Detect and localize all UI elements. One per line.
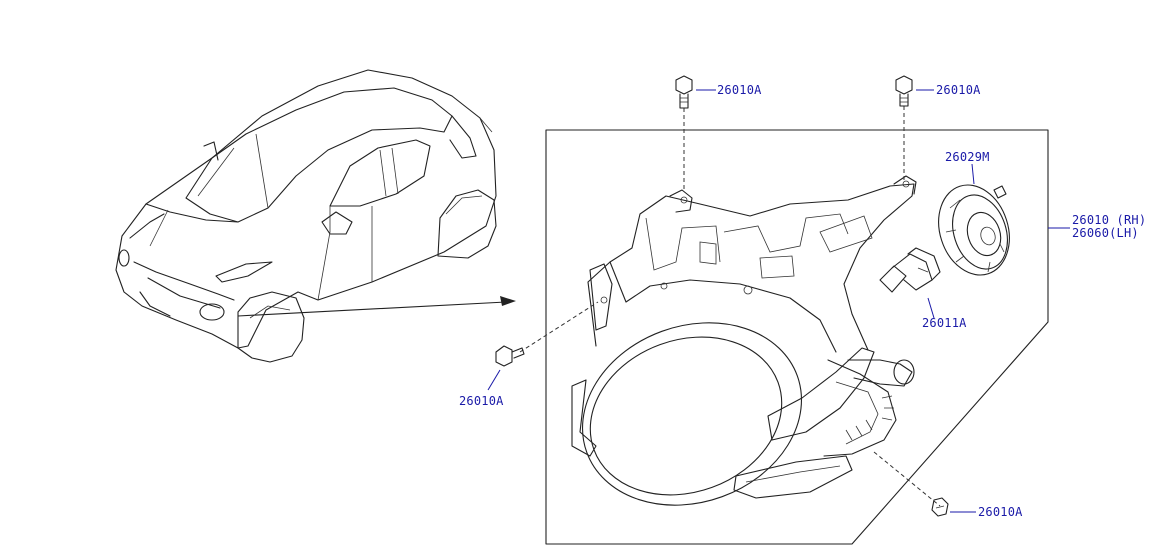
label-bolt-side: 26010A <box>459 394 504 408</box>
bolt-icon <box>895 75 913 107</box>
bulb-icon <box>879 247 941 293</box>
headlamp-assembly-icon <box>571 175 917 506</box>
label-bolt-top-right: 26010A <box>936 83 981 97</box>
label-bolt-bottom: 26010A <box>978 505 1023 519</box>
dust-cap-icon <box>938 184 1010 276</box>
bolt-icon <box>931 497 949 517</box>
pointer-arrow <box>237 296 516 317</box>
assembly-outline <box>545 129 1049 545</box>
label-bulb: 26011A <box>922 316 967 330</box>
bolt-icon <box>675 75 693 109</box>
car-outline-icon <box>115 69 497 363</box>
label-assembly-lh: 26060(LH) <box>1072 226 1139 240</box>
bolt-icon <box>495 345 525 367</box>
label-bolt-top-left: 26010A <box>717 83 762 97</box>
label-assembly-rh: 26010 (RH) <box>1072 213 1147 227</box>
label-cap: 26029M <box>945 150 990 164</box>
